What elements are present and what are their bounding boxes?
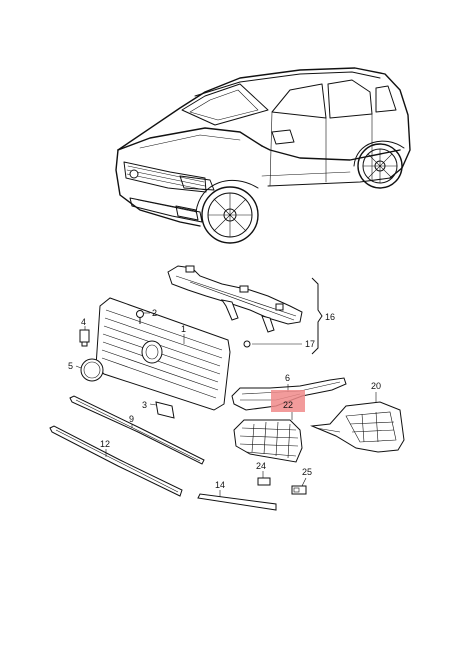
trim-strip-12	[49, 425, 183, 497]
callout-24: 24	[256, 461, 266, 471]
callout-3: 3	[142, 400, 147, 410]
leader-5	[75, 365, 82, 369]
clip-3	[155, 401, 175, 419]
callout-14: 14	[215, 480, 225, 490]
part-25	[291, 485, 307, 495]
trim-strip-9	[69, 395, 205, 465]
clip-4	[79, 329, 90, 347]
grille	[95, 297, 231, 411]
fog-frame-20	[310, 401, 405, 453]
emblem-5	[80, 358, 104, 382]
callout-20: 20	[371, 381, 381, 391]
callout-25: 25	[302, 467, 312, 477]
lower-grille-22	[233, 419, 303, 463]
callout-17: 17	[305, 339, 315, 349]
callout-1: 1	[181, 324, 186, 334]
callout-9: 9	[129, 414, 134, 424]
callout-5: 5	[68, 361, 73, 371]
leader-25	[301, 477, 307, 487]
trim-strip-14	[197, 493, 277, 511]
callout-6: 6	[285, 373, 290, 383]
upper-bracket	[167, 265, 303, 348]
screw-2	[136, 310, 144, 324]
callout-2: 2	[152, 308, 157, 318]
highlight-22	[271, 390, 305, 412]
car-illustration	[115, 67, 411, 244]
leader-3	[149, 403, 157, 406]
callout-12: 12	[100, 439, 110, 449]
callout-22: 22	[283, 400, 293, 410]
bracket-brace-line	[311, 277, 323, 355]
part-24	[257, 477, 271, 486]
callout-16: 16	[325, 312, 335, 322]
callout-4: 4	[81, 317, 86, 327]
